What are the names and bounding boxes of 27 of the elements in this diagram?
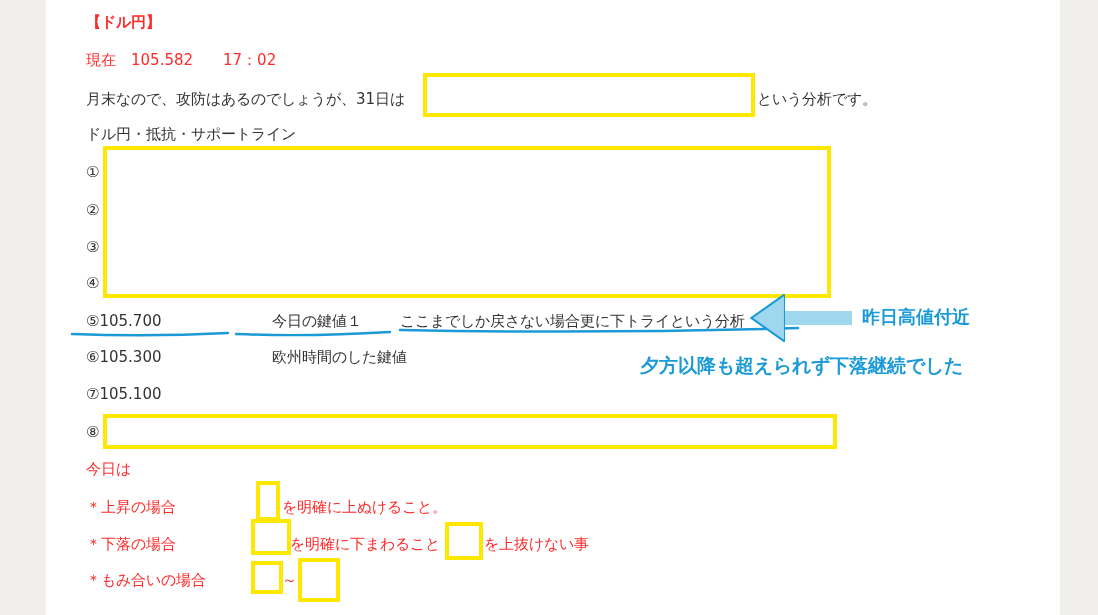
list-text: ～ <box>282 570 297 590</box>
list-text: ① <box>86 162 100 182</box>
list-text: ＊上昇の場合 <box>86 497 176 517</box>
list-heading: ドル円・抵抗・サポートライン <box>86 124 296 144</box>
list-text: ＊もみ合いの場合 <box>86 570 206 590</box>
list-text: ③ <box>86 237 100 257</box>
heading: 【ドル円】 <box>86 12 161 32</box>
list-text: 欧州時間のした鍵値 <box>272 347 407 367</box>
list-text: ⑤105.700 <box>86 311 162 331</box>
list-text: 今日の鍵値１ <box>272 311 362 331</box>
list-text: ＊下落の場合 <box>86 534 176 554</box>
body-text: という分析です。 <box>757 89 877 109</box>
arrow <box>750 293 852 343</box>
list-text: を上抜けない事 <box>484 534 589 554</box>
annotation-text: 昨日高値付近 <box>862 307 970 327</box>
list-text: ④ <box>86 273 100 293</box>
list-text: を明確に上ぬけること。 <box>282 497 447 517</box>
section-heading: 今日は <box>86 459 131 479</box>
annotation-text: 夕方以降も超えられず下落継続でした <box>640 355 963 375</box>
analysis-text: ここまでしか戻さない場合更に下トライという分析 <box>400 311 745 331</box>
list-text: を明確に下まわること <box>290 534 440 554</box>
price-time: 現在 105.582 17：02 <box>86 50 277 70</box>
list-text: ② <box>86 200 100 220</box>
list-text: ⑦105.100 <box>86 384 162 404</box>
list-text: ⑧ <box>86 422 100 442</box>
list-text: ⑥105.300 <box>86 347 162 367</box>
body-text: 月末なので、攻防はあるのでしょうが、31日は <box>86 89 406 109</box>
